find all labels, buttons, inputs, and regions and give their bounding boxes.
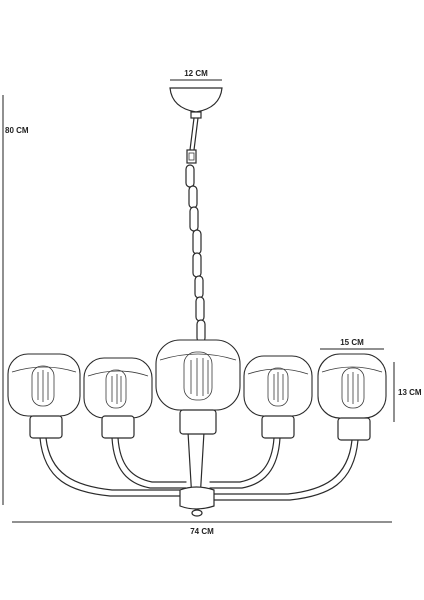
glass-shade [7,353,81,417]
ceiling-canopy [169,87,223,119]
total-width-label: 74 CM [190,527,214,536]
lamp-socket [29,415,63,439]
chandelier-arms [39,431,359,501]
dimension-total-width: 74 CM [12,521,392,536]
glass-shade [83,357,153,419]
lamp-socket [101,415,135,439]
chain [185,164,206,343]
shade-height-label: 13 CM [398,388,422,397]
lamp-socket [337,417,371,441]
lamp-4 [243,355,313,439]
lamp-2 [83,357,153,439]
suspension-rod [186,117,199,164]
total-height-label: 80 CM [5,126,29,135]
light-bulb [31,365,55,407]
light-bulb [341,367,365,409]
dimension-shade-height: 13 CM [393,362,422,422]
dimension-canopy-width: 12 CM [170,69,222,81]
light-bulb [105,369,127,409]
lamp-3 [155,339,241,435]
dimension-shade-width: 15 CM [320,338,384,350]
canopy-width-label: 12 CM [184,69,208,78]
shade-width-label: 15 CM [340,338,364,347]
lamp-socket [261,415,295,439]
lamp-socket [179,409,217,435]
light-bulb [183,351,213,401]
lamp-5 [317,353,387,441]
glass-shade [155,339,241,411]
lamp-1 [7,353,81,439]
light-bulb [267,367,289,407]
dimension-total-height: 80 CM [2,95,29,505]
central-hub [179,486,215,517]
